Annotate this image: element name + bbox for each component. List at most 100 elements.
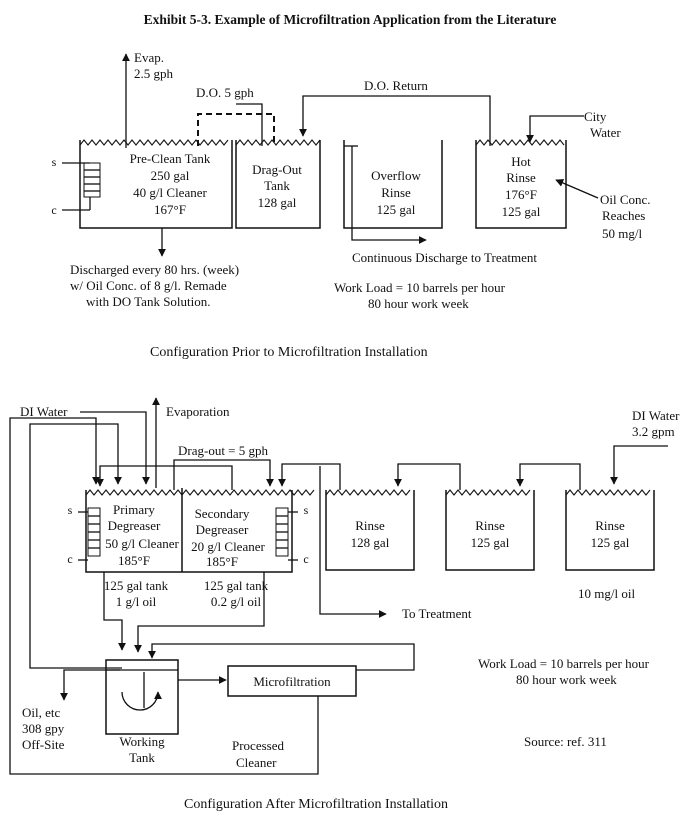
hot-rinse-waterline [475,139,565,146]
hx-condensate-label: c [51,203,56,217]
oil-conc-arrow [555,179,599,199]
secondary-hx-s: s [304,503,309,517]
preclean-tank [79,140,233,229]
dragout-tank [235,140,321,229]
oil-offsite-flow [60,669,120,701]
mf-return-flow [148,643,415,671]
hot-rinse-label-2: Rinse [506,170,536,185]
processed-label: Processed [232,738,284,753]
preclean-cleaner: 40 g/l Cleaner [133,185,207,200]
degreaser-tank [85,490,293,573]
discharged-note-1: Discharged every 80 hrs. (week) [70,262,239,277]
rinse3-to-rinse2-flow [516,463,581,490]
rinse-tank-3 [565,490,655,571]
processed-label-2: Cleaner [236,755,277,770]
rinse3-volume: 125 gal [591,535,630,550]
dragout-label: Drag-Out [252,162,302,177]
before-configuration: s c Evap. 2.5 gph D.O. 5 gph D.O. Return… [51,50,650,360]
oil-offsite-rate: 308 gpy [22,721,65,736]
rinse-oil-label: 10 mg/l oil [578,586,635,601]
before-workload-1: Work Load = 10 barrels per hour [334,280,506,295]
microfiltration-unit [227,665,357,697]
preclean-waterline [79,139,229,146]
oil-conc-value: 50 mg/l [602,226,642,241]
degreaser-waterline [85,489,315,496]
do-5gph-dashed-flow [197,113,275,146]
microfiltration-label: Microfiltration [253,674,331,689]
working-tank-label-2: Tank [129,750,155,765]
hx-steam-label: s [52,155,57,169]
evap-rate: 2.5 gph [134,66,174,81]
dragout-waterline [235,139,321,146]
discharged-note-3: with DO Tank Solution. [86,294,211,309]
rinse2-label: Rinse [475,518,505,533]
rinse1-volume: 128 gal [351,535,390,550]
after-workload-1: Work Load = 10 barrels per hour [478,656,650,671]
secondary-label-2: Degreaser [196,522,249,537]
do-5gph-label: D.O. 5 gph [196,85,254,100]
working-tank-agitator [121,691,162,711]
primary-heat-exchanger [78,507,101,561]
secondary-bleed-flow [134,572,265,653]
after-configuration: s c s c DI Water Evaporation Drag-out = … [9,397,680,812]
discharged-note-2: w/ Oil Conc. of 8 g/l. Remade [70,278,227,293]
city-water-label-2: Water [590,125,621,140]
hot-rinse-temp: 176°F [505,187,537,202]
to-treatment-flow [319,466,387,618]
oil-conc-label: Oil Conc. [600,192,651,207]
primary-label: Primary [113,502,155,517]
dragout-flow-label: Drag-out = 5 gph [178,443,269,458]
primary-cleaner: 50 g/l Cleaner [105,536,179,551]
city-water-flow [526,115,584,143]
primary-tank-size: 125 gal tank [104,578,169,593]
continuous-discharge-flow [351,146,427,244]
overflow-label-2: Rinse [381,185,411,200]
di-water-right-rate: 3.2 gpm [632,424,675,439]
primary-hx-s: s [68,503,73,517]
rinse3-label: Rinse [595,518,625,533]
rinse-tank-1 [325,490,415,571]
primary-oil: 1 g/l oil [116,594,157,609]
dragout-label-2: Tank [264,178,290,193]
do-return-label: D.O. Return [364,78,428,93]
di-water-left-label: DI Water [20,404,68,419]
primary-temp: 185°F [118,553,150,568]
to-treatment-label: To Treatment [402,606,472,621]
dragout-volume: 128 gal [258,195,297,210]
overflow-rinse-tank [343,140,443,229]
oil-conc-reaches: Reaches [602,208,645,223]
after-workload-2: 80 hour work week [516,672,617,687]
exhibit-title: Exhibit 5-3. Example of Microfiltration … [144,12,557,27]
primary-label-2: Degreaser [108,518,161,533]
rinse1-label: Rinse [355,518,385,533]
preclean-label: Pre-Clean Tank [130,151,211,166]
secondary-label: Secondary [195,506,250,521]
after-caption: Configuration After Microfiltration Inst… [184,797,448,812]
continuous-discharge-label: Continuous Discharge to Treatment [352,250,537,265]
processed-cleaner-flow [9,417,319,775]
city-water-label: City [584,109,607,124]
di-water-left-flow [80,411,150,485]
rinse2-volume: 125 gal [471,535,510,550]
di-water-right-flow [610,445,668,485]
preclean-to-dragout-flow [236,103,263,146]
do-return-flow [299,95,491,146]
working-tank-label: Working [119,734,165,749]
source-label: Source: ref. 311 [524,734,607,749]
oil-offsite-label: Oil, etc [22,705,60,720]
secondary-temp: 185°F [206,554,238,569]
secondary-heat-exchanger [275,507,298,561]
before-workload-2: 80 hour work week [368,296,469,311]
primary-hx-c: c [67,552,72,566]
rinse-to-secondary-flow [278,463,341,490]
hot-rinse-label: Hot [511,154,531,169]
before-caption: Configuration Prior to Microfiltration I… [150,345,428,360]
primary-return-flow [29,423,122,669]
working-tank [105,659,179,735]
rinse2-to-rinse1-flow [394,463,461,490]
rinse-tank-2 [445,490,535,571]
primary-bleed-flow [103,572,126,651]
preclean-volume: 250 gal [151,168,190,183]
hot-rinse-volume: 125 gal [502,204,541,219]
